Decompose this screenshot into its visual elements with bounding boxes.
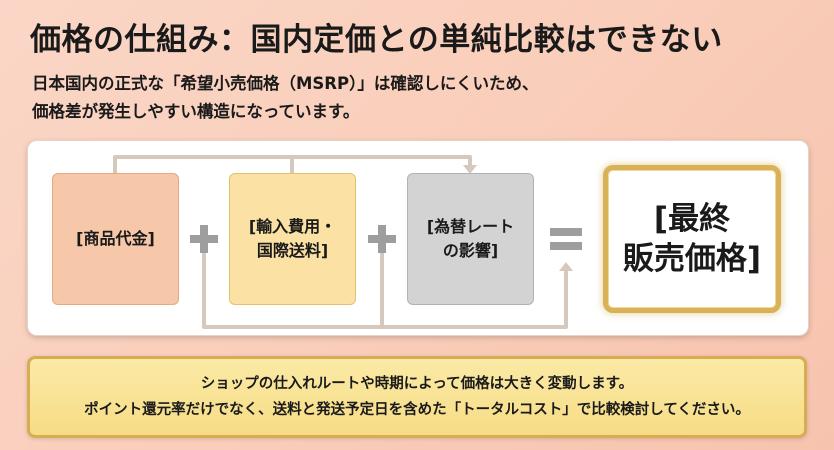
final-price-label-line-2: 販売価格] [622,241,762,277]
subtitle-line-2: 価格差が発生しやすい構造になっています。 [32,102,360,121]
page-title: 価格の仕組み：国内定価との単純比較はできない [30,22,723,58]
arrow-head-up-icon [559,262,573,271]
plus-icon [368,225,396,253]
page-subtitle: 日本国内の正式な「希望小売価格（MSRP）」は確認しにくいため、 価格差が発生し… [32,70,539,126]
price-structure-diagram: [商品代金] [輸入費用・ 国際送料] [為替レート の影響] [最終 販売価格… [27,140,809,336]
goods-price-label: [商品代金] [76,229,155,248]
connector-bottom [202,239,568,329]
arrow-head-down-icon [463,165,477,174]
import-cost-label-line-2: 国際送料] [256,241,329,260]
import-cost-label-line-1: [輸入費用・ [248,217,337,236]
exchange-rate-label-line-2: の影響] [442,241,499,260]
exchange-rate-label-line-1: [為替レート [426,217,515,236]
note-line-1: ショップの仕入れルートや時期によって価格は大きく変動します。 [200,376,634,392]
import-cost-box: [輸入費用・ 国際送料] [229,173,356,305]
goods-price-box: [商品代金] [52,173,179,305]
note-line-2: ポイント還元率だけでなく、送料と発送予定日を含めた「トータルコスト」で比較検討し… [84,402,750,418]
connector-lines [113,155,573,329]
final-price-box: [最終 販売価格] [603,165,781,313]
exchange-rate-box: [為替レート の影響] [407,173,534,305]
final-price-label-line-1: [最終 [653,201,731,237]
plus-icon [190,225,218,253]
subtitle-line-1: 日本国内の正式な「希望小売価格（MSRP）」は確認しにくいため、 [32,74,539,93]
equals-icon [550,228,582,250]
note-box: ショップの仕入れルートや時期によって価格は大きく変動します。 ポイント還元率だけ… [27,356,807,438]
